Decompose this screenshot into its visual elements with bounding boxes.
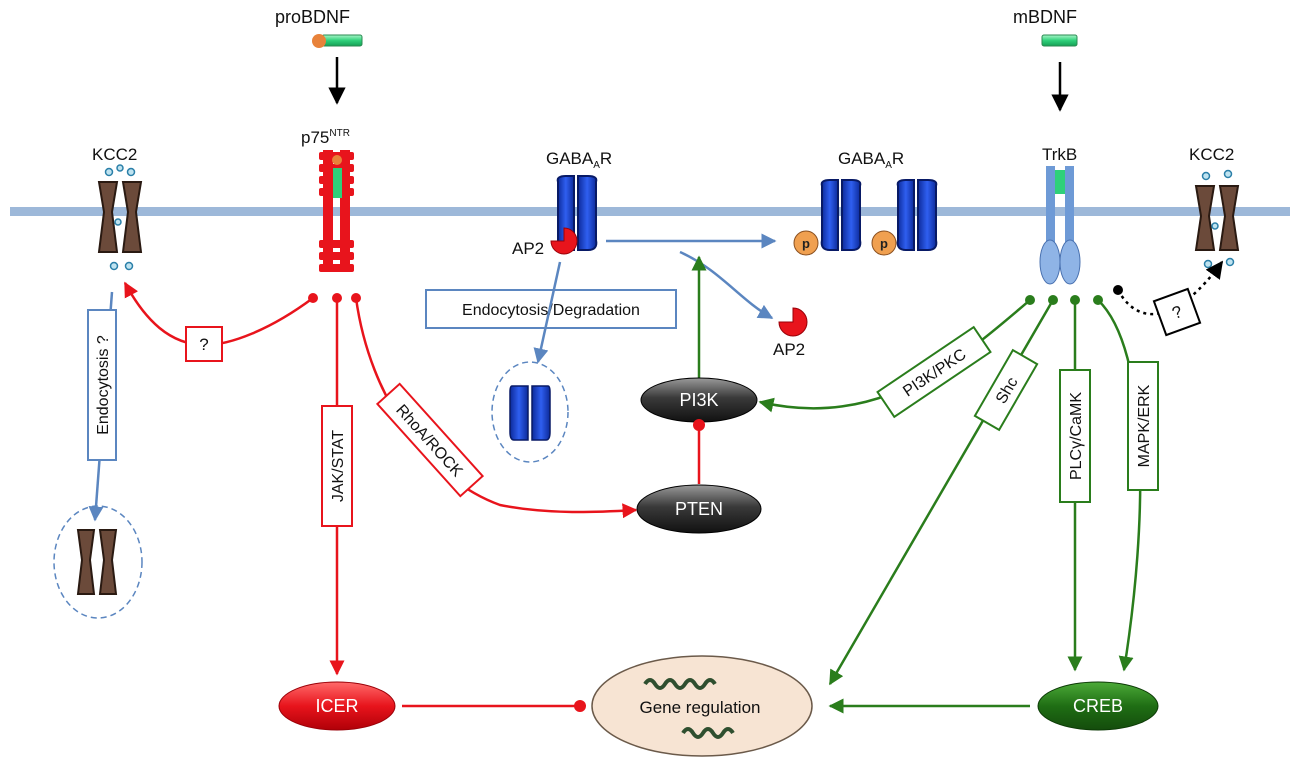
ap2-release-arrow <box>679 250 774 320</box>
svg-text:JAK/STAT: JAK/STAT <box>330 430 347 503</box>
gene-regulation-node: Gene regulation <box>591 655 813 757</box>
svg-text:p: p <box>802 236 810 251</box>
svg-text:PI3K: PI3K <box>679 390 718 410</box>
unknown-right-box: ? <box>1152 287 1202 337</box>
internalized-gaba-vesicle-icon <box>491 361 569 463</box>
probdnf-label: proBDNF <box>275 7 350 27</box>
unknown-left-box: ? <box>185 326 223 362</box>
icer-inhibit-dot <box>574 700 586 712</box>
trkb-label: TrkB <box>1042 145 1077 164</box>
plcg-camk-box: PLCγ/CaMK <box>1059 369 1091 503</box>
kcc2-right-transporter-icon <box>1194 169 1240 269</box>
kcc2-right-label: KCC2 <box>1189 145 1234 164</box>
cell-membrane <box>10 207 1290 216</box>
svg-text:PTEN: PTEN <box>675 499 723 519</box>
endocytosis-question-box: Endocytosis ? <box>87 309 117 461</box>
ap2-free-icon <box>778 307 808 337</box>
mbdnf-label: mBDNF <box>1013 7 1077 27</box>
pi3k-node: PI3K <box>640 377 758 423</box>
pten-inhibit-dot <box>693 419 705 431</box>
trkb-receptor-icon <box>1039 166 1081 285</box>
rhoa-rock-box: RhoA/ROCK <box>375 382 485 498</box>
pten-node: PTEN <box>636 484 762 534</box>
svg-text:MAPK/ERK: MAPK/ERK <box>1136 384 1153 467</box>
trkb-to-kcc2-dotted-arrow <box>1116 260 1224 316</box>
dna-helix-bottom-icon <box>681 727 735 739</box>
dna-helix-top-icon <box>643 678 717 690</box>
jak-stat-box: JAK/STAT <box>321 405 353 527</box>
svg-text:PLCγ/CaMK: PLCγ/CaMK <box>1068 392 1085 480</box>
ap2-bound-label: AP2 <box>512 239 544 258</box>
gaba-left-label: GABAAR <box>546 149 612 171</box>
mapk-erk-box: MAPK/ERK <box>1127 361 1159 491</box>
pi3k-pkc-box: PI3K/PKC <box>876 325 992 419</box>
shc-box: Shc <box>973 348 1039 432</box>
svg-text:ICER: ICER <box>315 696 358 716</box>
svg-text:Gene regulation: Gene regulation <box>640 698 761 717</box>
gaba-degradation-arrow <box>533 261 562 364</box>
icer-node: ICER <box>278 681 396 731</box>
svg-text:Endocytosis/Degradation: Endocytosis/Degradation <box>462 302 640 319</box>
svg-text:CREB: CREB <box>1073 696 1123 716</box>
gaba-right-receptor-2-icon <box>896 179 938 251</box>
kcc2-left-transporter-icon <box>97 164 143 271</box>
svg-text:RhoA/ROCK: RhoA/ROCK <box>392 402 466 481</box>
svg-text:p: p <box>880 236 888 251</box>
gaba-right-label: GABAAR <box>838 149 904 171</box>
p75-node-dot <box>308 293 318 303</box>
svg-text:?: ? <box>199 335 208 354</box>
phospho-badge-2: p <box>871 230 897 256</box>
ap2-free-label: AP2 <box>773 340 805 359</box>
phospho-badge-1: p <box>793 230 819 256</box>
endocytosis-degradation-box: Endocytosis/Degradation <box>425 289 677 329</box>
rhoa-rock-arrow <box>354 297 638 519</box>
kcc2-left-label: KCC2 <box>92 145 137 164</box>
mbdnf-icon <box>1041 34 1078 47</box>
internalized-kcc2-vesicle-icon <box>53 505 143 619</box>
creb-node: CREB <box>1037 681 1159 731</box>
ap2-bound-icon <box>550 227 578 255</box>
probdnf-icon <box>312 34 363 48</box>
gaba-right-receptor-1-icon <box>820 179 862 251</box>
svg-text:Endocytosis ?: Endocytosis ? <box>95 335 112 435</box>
p75ntr-label: p75NTR <box>301 128 350 147</box>
p75ntr-receptor-icon <box>319 150 354 272</box>
